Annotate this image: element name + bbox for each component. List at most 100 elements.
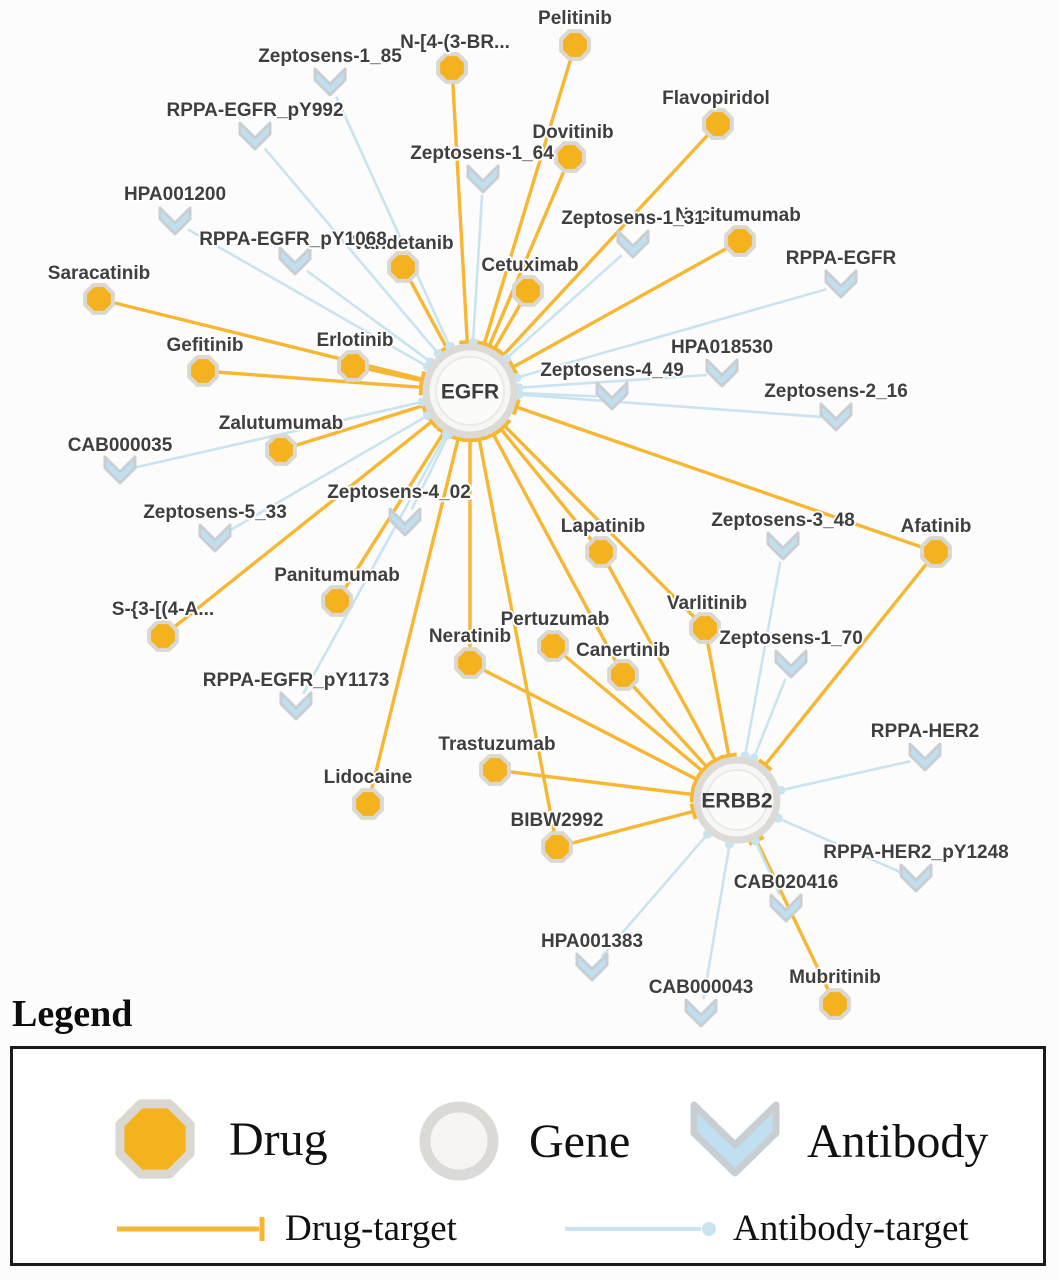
gene-node-erbb2[interactable]: ERBB2 — [693, 756, 781, 844]
edge-layer — [113, 58, 928, 1000]
gene-circle-icon — [419, 1101, 499, 1181]
drug-target-tee — [689, 786, 696, 803]
label-neratinib: Neratinib — [429, 626, 511, 647]
antibody-node-hpa001383[interactable] — [575, 952, 609, 982]
drug-node-n-4-3-br[interactable] — [436, 52, 468, 84]
drug-node-saracatinib[interactable] — [83, 283, 115, 315]
antibody-node-rppa-egfr[interactable] — [824, 269, 858, 299]
antibody-node-hpa001200[interactable] — [158, 206, 192, 236]
edge-drug-target-neratinib-erbb2 — [482, 668, 698, 781]
edge-antibody-target-rppa-her2-py1248-erbb2 — [777, 816, 903, 875]
drug-target-tee — [689, 803, 698, 820]
label-vandetanib: Vandetanib — [352, 233, 453, 254]
drug-node-flavopiridol[interactable] — [702, 108, 734, 140]
antibody-node-zeptosens-1-85[interactable] — [313, 67, 347, 97]
edge-antibody-target-zeptosens-3-48-erbb2 — [743, 561, 782, 756]
drug-node-necitumumab[interactable] — [724, 225, 756, 257]
drug-node-cetuximab[interactable] — [512, 275, 544, 307]
label-cab020416: CAB020416 — [734, 872, 839, 893]
antibody-node-cab020416[interactable] — [769, 893, 803, 923]
drug-node-pelitinib[interactable] — [559, 29, 591, 61]
drug-target-tee — [486, 342, 503, 355]
edge-drug-target-zalutumumab-egfr — [294, 403, 424, 448]
drug-node-lidocaine[interactable] — [352, 788, 384, 820]
drug-node-mubritinib[interactable] — [819, 988, 851, 1020]
label-hpa018530: HPA018530 — [671, 337, 773, 358]
label-cab000035: CAB000035 — [68, 435, 173, 456]
antibody-node-zeptosens-5-33[interactable] — [198, 523, 232, 553]
antibody-node-zeptosens-1-31[interactable] — [616, 229, 650, 259]
antibody-node-cab000043[interactable] — [684, 998, 718, 1028]
label-s-3-4-a: S-{3-[(4-A... — [112, 599, 214, 620]
edge-drug-target-lidocaine-egfr — [369, 438, 460, 790]
edge-drug-target-lapatinib-egfr — [499, 427, 593, 542]
drug-node-gefitinib[interactable] — [187, 355, 219, 387]
edge-antibody-target-rppa-egfr-py1068-egfr — [306, 269, 432, 363]
label-saracatinib: Saracatinib — [48, 263, 150, 284]
drug-node-neratinib[interactable] — [454, 647, 486, 679]
antibody-node-zeptosens-2-16[interactable] — [819, 402, 853, 432]
edge-drug-target-cetuximab-egfr — [493, 303, 522, 350]
drug-target-tee — [485, 428, 502, 440]
drug-node-trastuzumab[interactable] — [479, 754, 511, 786]
label-bibw2992: BIBW2992 — [511, 810, 604, 831]
edge-antibody-target-rppa-egfr-py992-egfr — [263, 147, 440, 355]
label-mubritinib: Mubritinib — [789, 967, 881, 988]
label-rppa-egfr-py1173: RPPA-EGFR_pY1173 — [203, 670, 390, 691]
antibody-node-rppa-her2-py1248[interactable] — [899, 863, 933, 893]
label-panitumumab: Panitumumab — [274, 565, 400, 586]
edge-drug-target-gefitinib-egfr — [217, 370, 422, 390]
drug-node-bibw2992[interactable] — [541, 831, 573, 863]
label-flavopiridol: Flavopiridol — [662, 88, 770, 109]
drug-node-s-3-4-a[interactable] — [147, 620, 179, 652]
edge-antibody-target-zeptosens-1-31-egfr — [505, 254, 623, 360]
antibody-node-cab000035[interactable] — [103, 455, 137, 485]
legend-item-gene: Gene — [411, 1095, 630, 1187]
drug-node-pertuzumab[interactable] — [537, 630, 569, 662]
label-zeptosens-5-33: Zeptosens-5_33 — [143, 502, 287, 523]
label-zeptosens-4-02: Zeptosens-4_02 — [327, 482, 471, 503]
label-pertuzumab: Pertuzumab — [501, 609, 610, 630]
drug-node-zalutumumab[interactable] — [265, 434, 297, 466]
antibody-node-rppa-egfr-py992[interactable] — [238, 121, 272, 151]
label-cetuximab: Cetuximab — [481, 255, 578, 276]
label-lidocaine: Lidocaine — [324, 767, 413, 788]
drug-node-canertinib[interactable] — [607, 659, 639, 691]
edge-drug-target-flavopiridol-egfr — [502, 133, 710, 357]
antibody-node-hpa018530[interactable] — [705, 358, 739, 388]
gene-node-egfr[interactable]: EGFR — [422, 343, 518, 439]
legend-item-drug: Drug — [103, 1089, 328, 1189]
antibody-node-zeptosens-3-48[interactable] — [766, 531, 800, 561]
antibody-node-zeptosens-1-64[interactable] — [466, 164, 500, 194]
legend-box: Drug Gene Antibody Drug-target — [10, 1046, 1046, 1266]
antibody-node-rppa-her2[interactable] — [908, 742, 942, 772]
antibody-node-zeptosens-1-70[interactable] — [774, 649, 808, 679]
edge-antibody-target-zeptosens-5-33-egfr — [227, 414, 429, 533]
edge-antibody-target-zeptosens-1-85-egfr — [335, 96, 451, 347]
drug-node-varlitinib[interactable] — [689, 612, 721, 644]
edge-drug-target-varlitinib-erbb2 — [706, 642, 731, 757]
edge-drug-target-n-4-3-br-egfr — [451, 82, 469, 343]
label-rppa-egfr-py1068: RPPA-EGFR_pY1068 — [199, 229, 387, 250]
antibody-chevron-icon — [690, 1101, 780, 1177]
legend-item-drug-target: Drug-target — [113, 1207, 457, 1250]
label-zeptosens-2-16: Zeptosens-2_16 — [764, 381, 908, 402]
gene-inner-ring — [706, 769, 768, 831]
legend-antibody-label: Antibody — [807, 1114, 989, 1168]
antibody-node-zeptosens-4-49[interactable] — [595, 381, 629, 411]
drug-node-afatinib[interactable] — [920, 536, 952, 568]
drug-node-erlotinib[interactable] — [337, 350, 369, 382]
drug-node-dovitinib[interactable] — [554, 141, 586, 173]
antibody-node-zeptosens-4-02[interactable] — [388, 507, 422, 537]
edge-antibody-target-cab020416-erbb2 — [754, 840, 782, 896]
label-layer: PelitinibN-[4-(3-BR...DovitinibFlavopiri… — [46, 6, 1010, 1000]
edge-drug-target-trastuzumab-erbb2 — [509, 770, 693, 797]
node-layer: EGFR ERBB2 — [83, 29, 952, 1028]
edge-drug-target-afatinib-egfr — [515, 405, 923, 549]
edge-drug-target-panitumumab-egfr — [343, 431, 446, 590]
drug-node-lapatinib[interactable] — [585, 536, 617, 568]
drug-node-panitumumab[interactable] — [321, 585, 353, 617]
antibody-node-rppa-egfr-py1068[interactable] — [278, 246, 312, 276]
antibody-node-rppa-egfr-py1173[interactable] — [279, 691, 313, 721]
drug-node-vandetanib[interactable] — [387, 251, 419, 283]
